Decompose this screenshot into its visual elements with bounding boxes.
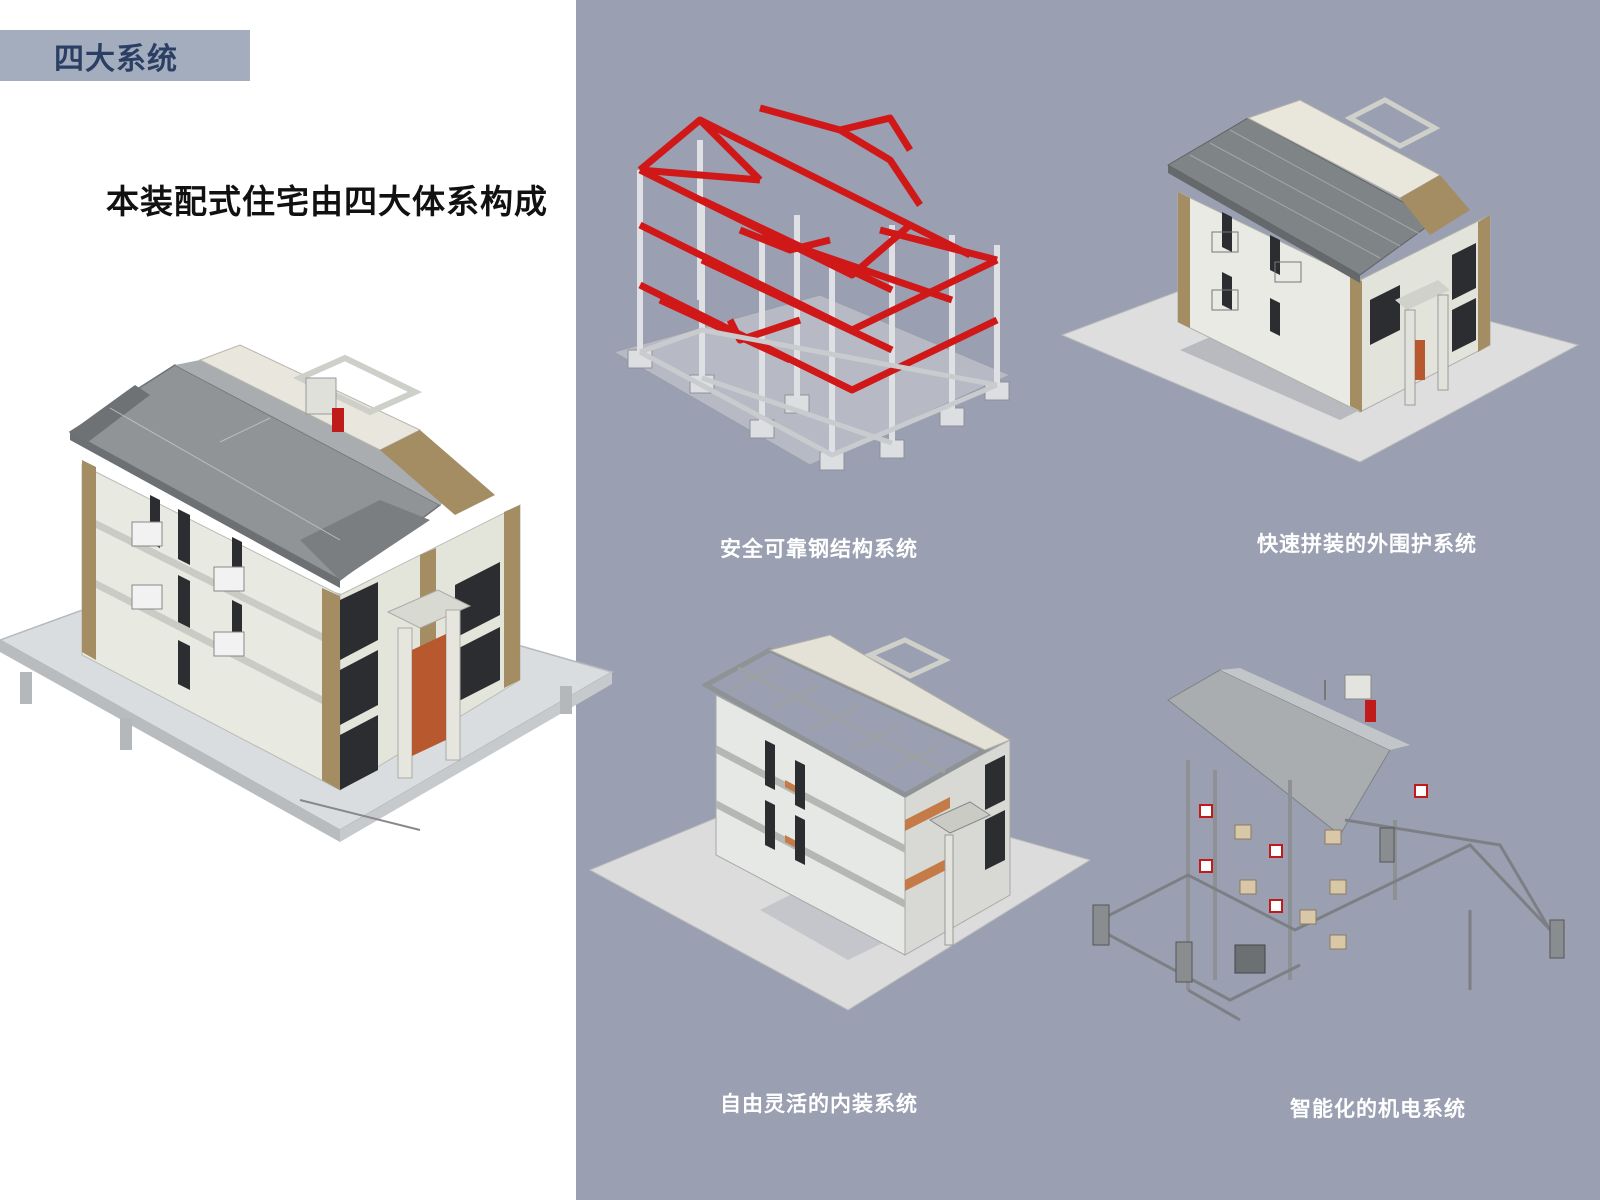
section-title: 四大系统 — [54, 41, 178, 77]
section-title-tag: 四大系统 — [0, 30, 250, 81]
mep-model — [1092, 668, 1565, 1022]
system-label-steel: 安全可靠钢结构系统 — [720, 536, 918, 561]
main-house-model — [0, 344, 614, 842]
interior-model — [588, 634, 1092, 1011]
intro-headline: 本装配式住宅由四大体系构成 — [106, 182, 548, 221]
system-label-interior: 自由灵活的内装系统 — [720, 1091, 918, 1116]
system-label-mep: 智能化的机电系统 — [1290, 1096, 1466, 1121]
steel-frame-model — [612, 104, 1012, 471]
system-label-envelope: 快速拼装的外围护系统 — [1257, 531, 1477, 556]
envelope-model — [1060, 97, 1580, 463]
